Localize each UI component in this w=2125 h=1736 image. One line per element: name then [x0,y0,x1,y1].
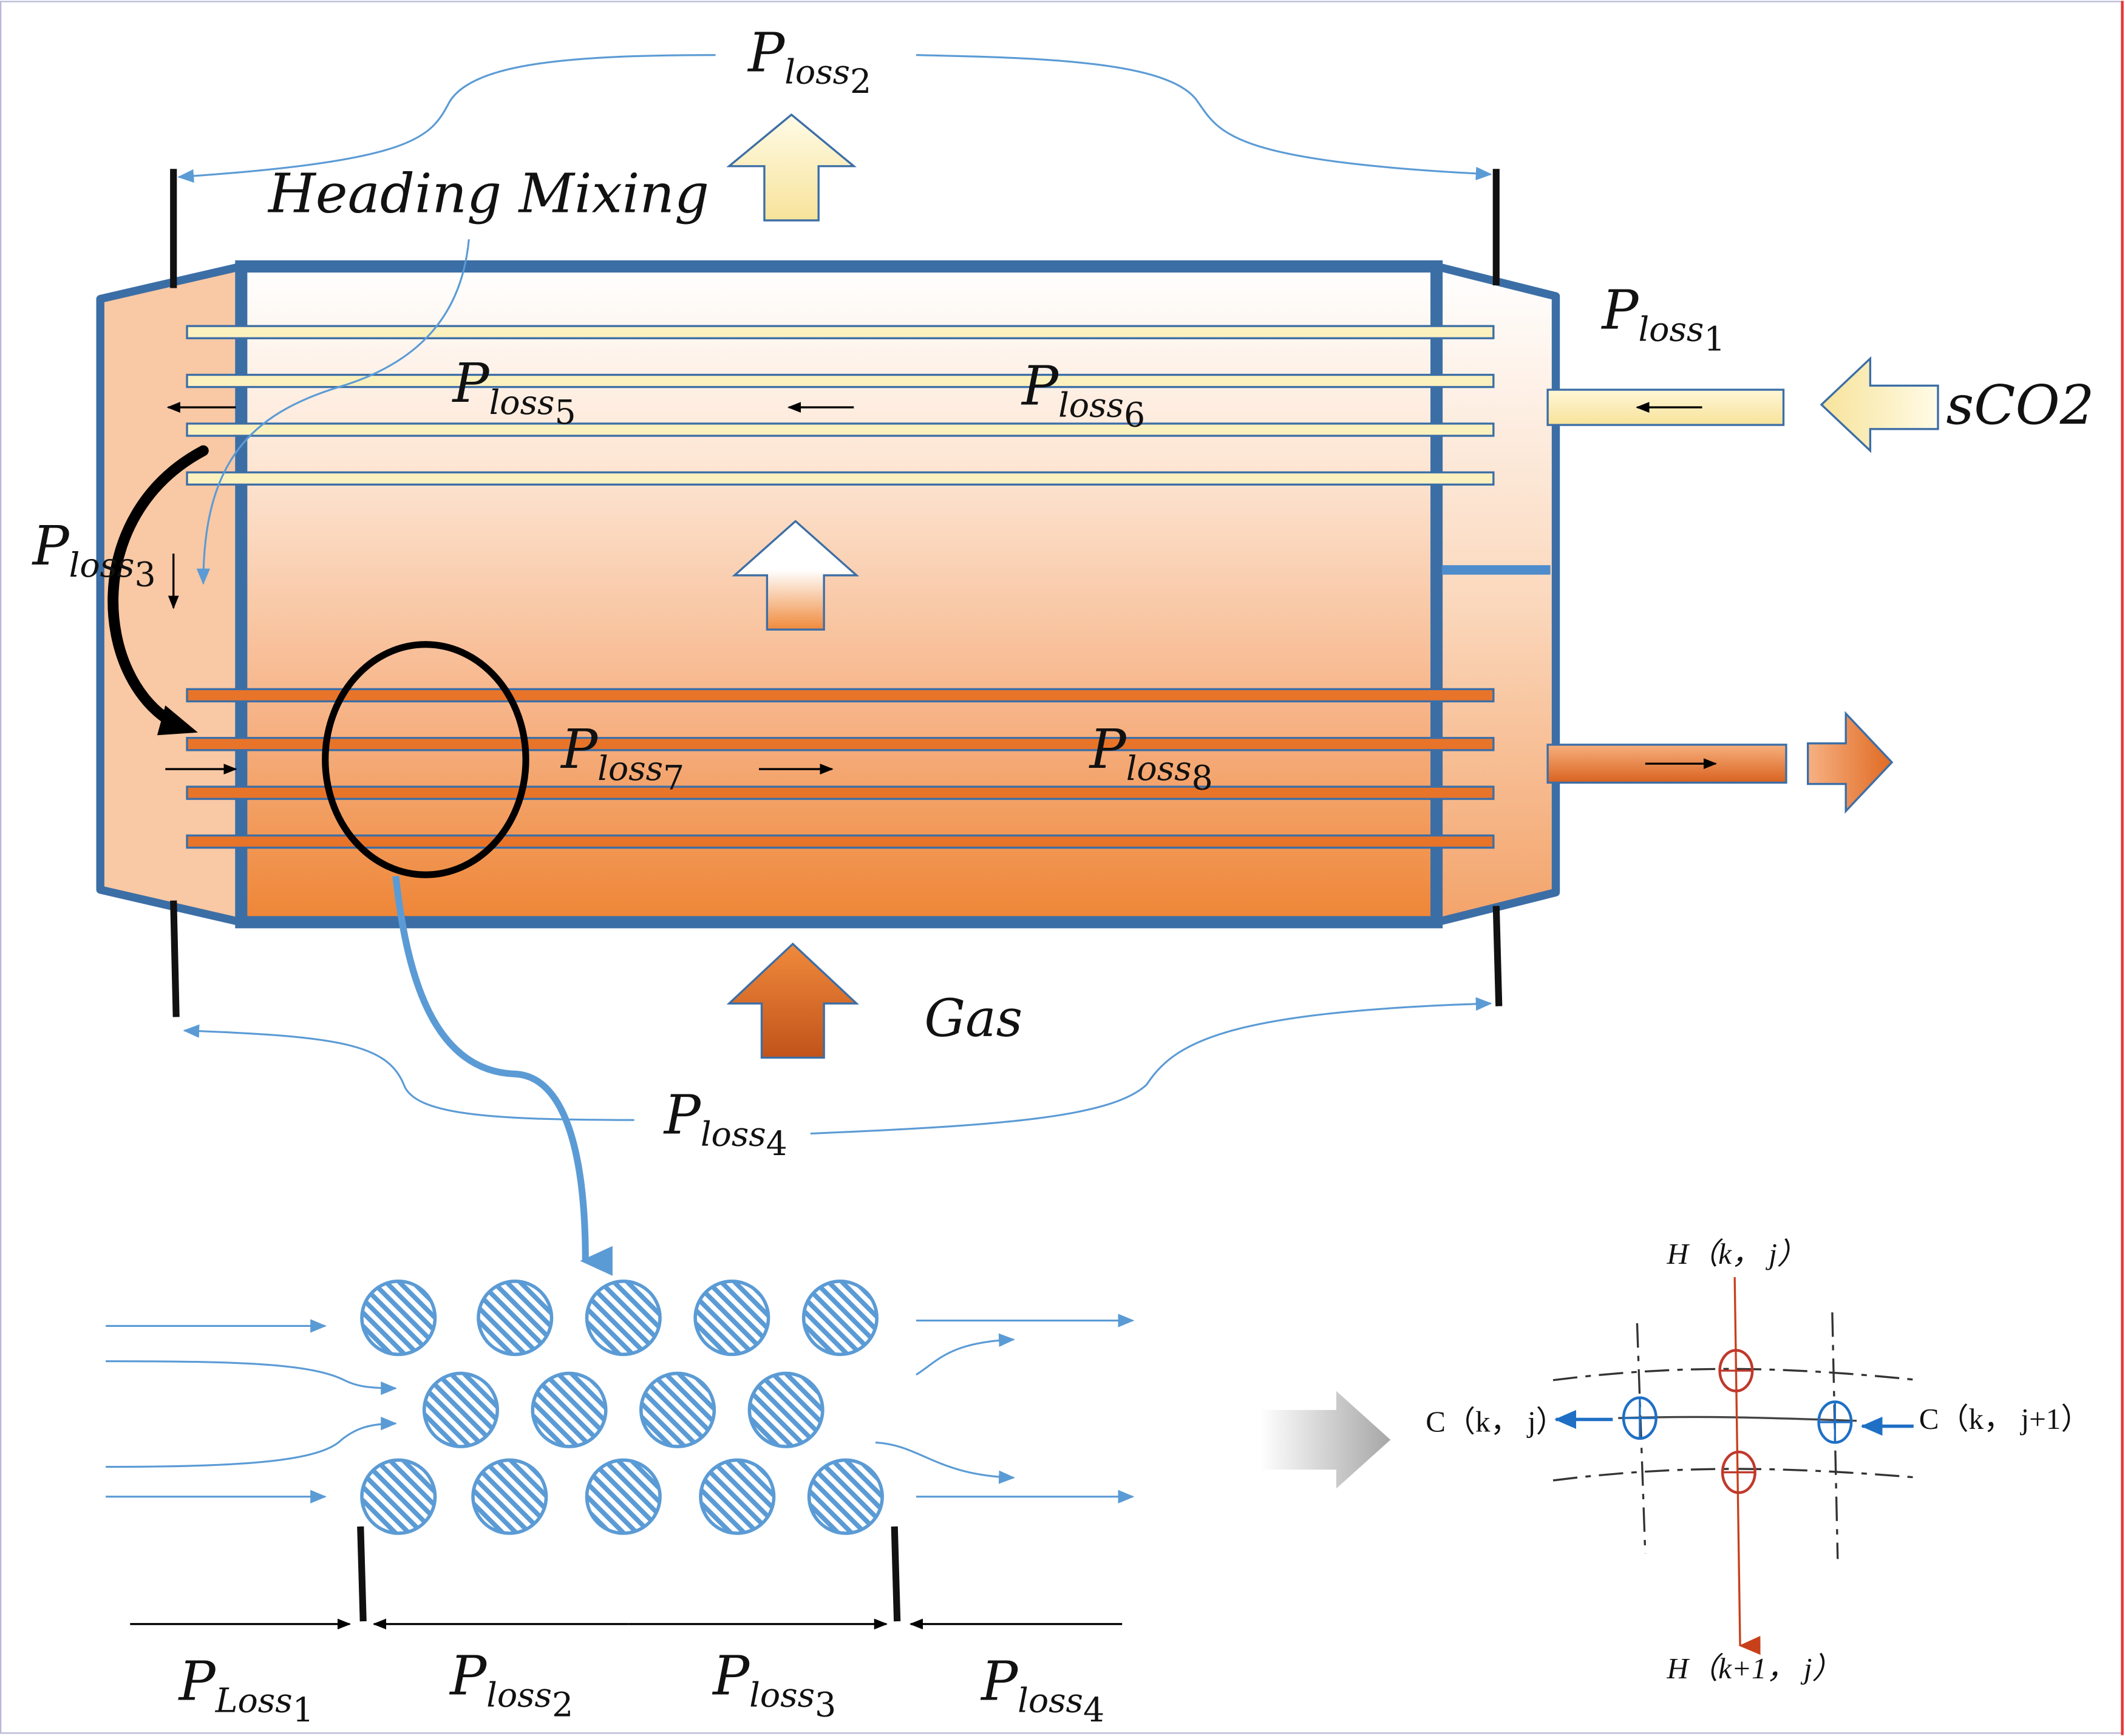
grid-label-h-top: H（k， j） [1667,1237,1807,1270]
lower-tube [186,785,1495,800]
flow-line [106,1360,398,1395]
gas-label: Gas [924,989,1022,1049]
tube-cross-section [807,1458,884,1535]
flow-line [916,1333,1015,1376]
hot-path-arrow [1733,1277,1761,1655]
gas-inlet-arrow [726,942,859,1059]
upper-tube [186,325,1495,339]
header-turn-arrow [107,445,209,729]
flow-line [106,1417,398,1468]
tube-cross-section [360,1458,437,1535]
ploss6-label: Ploss6 [1021,355,1145,435]
bottom-ploss1-label: PLoss1 [178,1650,314,1731]
bottom-brace [183,997,1492,1135]
ploss1-label: Ploss1 [1600,279,1725,359]
boundary-bar [891,1526,901,1622]
boundary-bar [357,1526,367,1622]
top-brace [177,54,1492,183]
discretization-grid: H（k， j） H（k+1， j） C（k， j） C（k， j+1） [1426,1237,2090,1685]
lower-tube [186,737,1495,751]
sco2-label: sCO2 [1946,374,2094,437]
bottom-ploss3-label: Ploss3 [712,1645,836,1725]
sco2-inlet-arrow [1820,356,1939,453]
left-header [96,262,246,926]
right-header [1432,262,1560,926]
flow-line [875,1441,1015,1484]
grid-line [1552,1368,1919,1382]
tube-cross-section [801,1280,879,1357]
tube-cross-section [747,1371,824,1448]
tube-cross-section [360,1280,437,1357]
heading-mixing-label: Heading Mixing [267,163,709,226]
ploss2-top-label: Ploss2 [747,22,871,102]
outlet-pipe [1546,744,1787,784]
ploss5-label: Ploss5 [452,352,576,432]
tube-cross-section [693,1280,770,1357]
tube-cross-section [477,1280,554,1357]
upper-tube [186,422,1495,437]
lower-tube [186,834,1495,849]
ploss4-bottom-label: Ploss4 [663,1084,787,1164]
bottom-ploss2-label: Ploss2 [449,1645,573,1725]
detail-link-arrow [392,875,613,1276]
upper-tube [186,373,1495,388]
grid-label-c-left: C（k， j） [1426,1405,1566,1439]
heat-exchanger [96,260,1787,929]
upper-tube [186,471,1495,486]
grid-label-h-bottom: H（k+1， j） [1667,1652,1842,1685]
tube-cross-section [422,1371,499,1448]
grid-line [1831,1312,1839,1559]
upper-tube-bank [186,325,1495,486]
internal-heat-arrow [732,520,860,631]
ploss8-label: Ploss8 [1089,718,1213,798]
grid-label-c-right: C（k， j+1） [1919,1402,2091,1436]
detail-circle [322,641,529,878]
transition-arrow [1260,1391,1391,1489]
shell [235,260,1443,929]
tube-cross-section [699,1458,776,1535]
tube-cross-section [471,1458,548,1535]
tube-cross-section [585,1280,662,1357]
tube-cross-section [585,1458,662,1535]
bottom-ploss4-label: Ploss4 [980,1650,1104,1731]
tube-bundle-detail: PLoss1 Ploss2 Ploss3 Ploss4 [106,1280,1135,1731]
boundary-bar [170,900,180,1017]
grid-line [1552,1468,1919,1482]
sco2-outlet-arrow [1807,711,1894,814]
ploss3-label: Ploss3 [32,515,156,595]
header-turn-arrowhead [157,705,198,736]
tube-cross-section [639,1371,716,1448]
boundary-bar [1492,906,1503,1006]
heat-out-arrow [726,113,857,222]
heading-mixing-pointer [196,239,470,585]
ploss7-label: Ploss7 [560,718,684,798]
lower-tube [186,688,1495,703]
tube-cross-section [531,1371,608,1448]
